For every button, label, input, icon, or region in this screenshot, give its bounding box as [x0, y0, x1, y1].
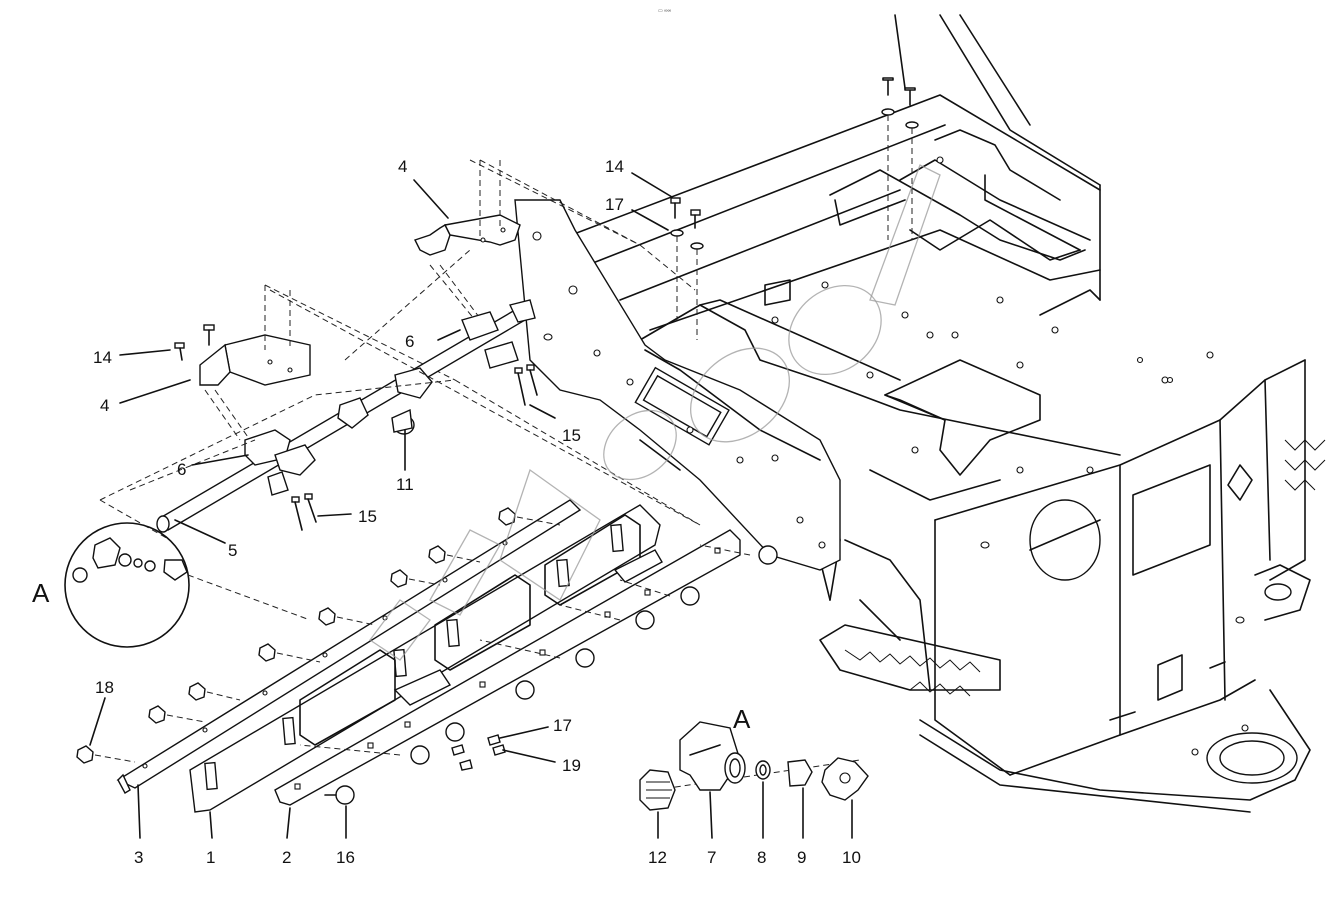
leader-lines	[89, 172, 853, 839]
label-part-14-lower: 14	[93, 348, 112, 367]
top-bolts	[670, 14, 919, 340]
label-part-5: 5	[228, 541, 237, 560]
label-part-12: 12	[648, 848, 667, 867]
part-9	[787, 759, 813, 787]
bolt-16	[324, 785, 355, 805]
label-part-19: 19	[562, 756, 581, 775]
part-7	[679, 721, 746, 791]
chassis-frame	[544, 14, 1326, 813]
detail-a-exploded: A	[639, 704, 869, 811]
detail-circle-a: A	[32, 522, 311, 648]
label-part-9: 9	[797, 848, 806, 867]
header-mark: ▭ ∞∞	[658, 8, 672, 14]
watermark	[369, 164, 941, 661]
part-labels: 4 14 17 14 4 6 6 11 15 15 5 18 3 1 2 16 …	[93, 157, 861, 867]
label-part-10: 10	[842, 848, 861, 867]
bracket-lower	[174, 284, 456, 441]
label-part-3: 3	[134, 848, 143, 867]
label-part-18: 18	[95, 678, 114, 697]
label-part-17-upper: 17	[605, 195, 624, 214]
detail-callout-letter: A	[32, 578, 50, 608]
part-10	[821, 757, 869, 801]
shaft-assembly	[99, 159, 701, 541]
label-part-1: 1	[206, 848, 215, 867]
label-part-4-upper: 4	[398, 157, 407, 176]
carriage-bolts	[76, 507, 778, 805]
label-part-15-upper: 15	[562, 426, 581, 445]
label-part-15-lower: 15	[358, 507, 377, 526]
label-part-2: 2	[282, 848, 291, 867]
detail-title: A	[733, 704, 751, 734]
part-12	[639, 769, 676, 811]
bracket-upper	[414, 159, 641, 326]
side-plate	[514, 199, 841, 571]
label-part-17-lower: 17	[553, 716, 572, 735]
label-part-6-lower: 6	[177, 460, 186, 479]
part-8	[755, 760, 771, 780]
label-part-6-upper: 6	[405, 332, 414, 351]
label-part-14-upper: 14	[605, 157, 624, 176]
plate-part-2	[274, 529, 741, 806]
label-part-8: 8	[757, 848, 766, 867]
label-part-4-lower: 4	[100, 396, 109, 415]
label-part-11: 11	[396, 475, 414, 494]
label-part-7: 7	[707, 848, 716, 867]
label-part-16: 16	[336, 848, 355, 867]
